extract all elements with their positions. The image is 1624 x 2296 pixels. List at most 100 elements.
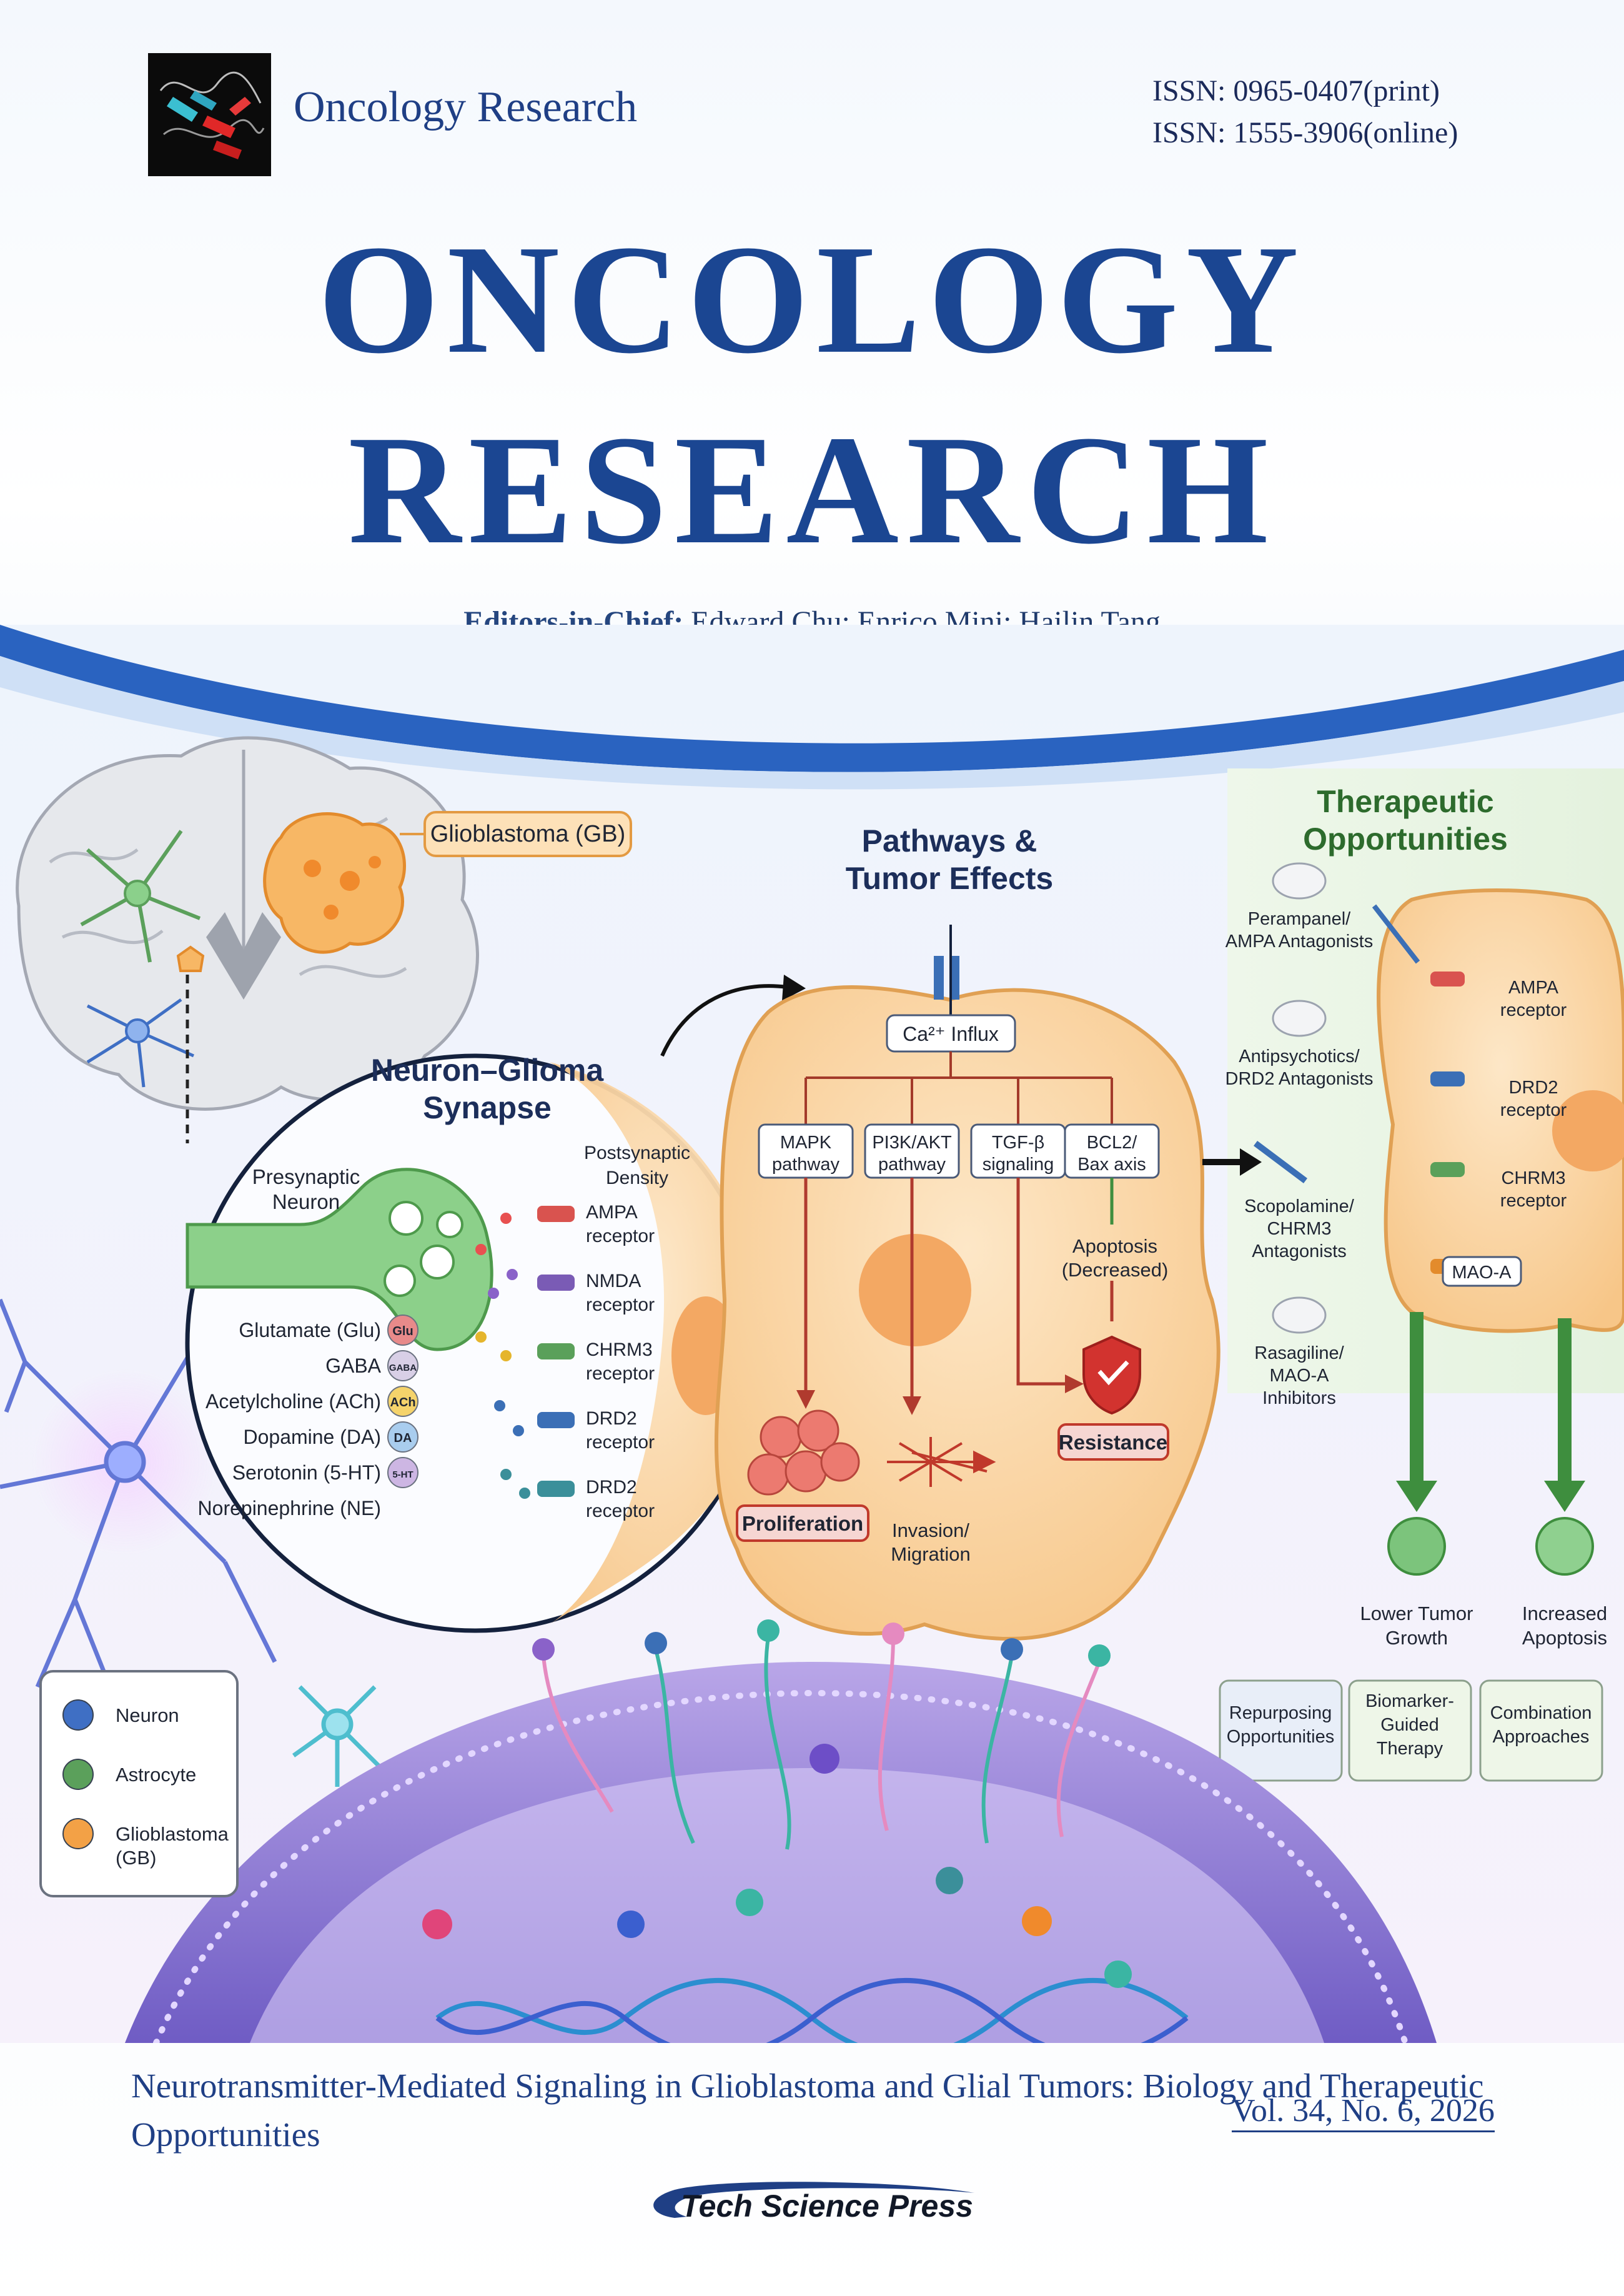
neurotransmitter-label: Acetylcholine (ACh)	[205, 1390, 381, 1413]
neurotransmitter-label: Norepinephrine (NE)	[198, 1497, 381, 1519]
syringe-icon	[1372, 904, 1420, 964]
lower-growth-cell-icon	[1387, 1517, 1446, 1576]
cover-title-line-2: RESEARCH	[348, 404, 1276, 577]
outcome-1-label-2: Growth	[1385, 1627, 1448, 1649]
target-label: DRD2	[1509, 1078, 1558, 1098]
postsynaptic-label-2: Density	[606, 1168, 668, 1188]
publisher-logo-swoosh	[653, 2182, 974, 2218]
target-label: receptor	[1500, 1000, 1567, 1020]
neurotransmitter-badge	[387, 1350, 418, 1381]
journal-logo	[148, 53, 271, 176]
glioblastoma-label: Glioblastoma (GB)	[430, 821, 626, 847]
presynaptic-label-1: Presynaptic	[252, 1165, 360, 1188]
issn-online: ISSN: 1555-3906(online)	[1152, 116, 1458, 149]
neurotransmitter-badge-label: 5-HT	[392, 1469, 413, 1480]
issn-print: ISSN: 0965-0407(print)	[1152, 74, 1440, 107]
neurotransmitter-badge-label: GABA	[389, 1363, 417, 1373]
receptor-list: AMPAreceptorNMDAreceptorCHRM3receptorDRD…	[586, 1202, 655, 1521]
neurotransmitter-badge-label: ACh	[390, 1396, 415, 1409]
proliferation-cells-icon	[747, 1409, 860, 1496]
pill-icon	[1272, 1296, 1327, 1334]
receptor-label: receptor	[586, 1501, 655, 1521]
receptor-label: CHRM3	[586, 1339, 653, 1360]
proliferation-label: Proliferation	[742, 1512, 863, 1535]
target-label: CHRM3	[1501, 1168, 1565, 1188]
receptor-label: receptor	[586, 1226, 655, 1246]
synapse-title-1: Neuron–Glioma	[371, 1053, 604, 1088]
synapse-panel	[185, 1053, 765, 1633]
receptor-label: NMDA	[586, 1271, 641, 1291]
receptor-label: AMPA	[586, 1202, 638, 1223]
invasion-label-2: Migration	[891, 1543, 971, 1565]
publisher-name: Tech Science Press	[681, 2189, 973, 2224]
volume-issue: Vol. 34, No. 6, 2026	[1232, 2092, 1495, 2132]
drug-label: Perampanel/	[1248, 909, 1351, 929]
target-list: AMPAreceptorDRD2receptorCHRM3receptorMAO…	[1430, 972, 1567, 1287]
neurotransmitter-badge	[387, 1457, 418, 1488]
apoptosis-cell-icon	[1535, 1517, 1594, 1576]
strategy-box-label: Therapy	[1377, 1739, 1443, 1759]
syringe-icon	[1254, 1141, 1307, 1183]
strategy-box-label: Approaches	[1493, 1727, 1590, 1747]
drug-label: Rasagiline/	[1254, 1343, 1344, 1363]
cell-membrane-illustration	[125, 1619, 1437, 2043]
protein-structure-icon	[148, 53, 271, 176]
outcome-2-label-1: Increased	[1522, 1603, 1607, 1624]
apoptosis-label-1: Apoptosis	[1072, 1235, 1157, 1257]
legend-label: Astrocyte	[116, 1764, 196, 1786]
invasion-icon	[887, 1437, 996, 1487]
receptor-label: receptor	[586, 1295, 655, 1315]
neurotransmitter-badge	[387, 1421, 418, 1453]
postsynaptic-label-1: Postsynaptic	[584, 1143, 690, 1163]
article-title: Neurotransmitter-Mediated Signaling in G…	[131, 2067, 1484, 2154]
target-label: receptor	[1500, 1191, 1567, 1211]
target-label: MAO-A	[1452, 1263, 1512, 1283]
cover-illustration: Glioblastoma (GB) Neuron–Glioma	[0, 625, 1624, 2043]
therapeutic-tumor-cell	[1377, 888, 1624, 1333]
drug-label: Scopolamine/	[1244, 1196, 1355, 1216]
cover-title-line-1: ONCOLOGY	[317, 213, 1307, 386]
pathway-label: Bax axis	[1077, 1155, 1146, 1175]
drug-label: DRD2 Antagonists	[1225, 1069, 1374, 1089]
neurotransmitter-badge	[387, 1386, 418, 1417]
brain-illustration	[16, 736, 479, 1143]
resistance-shield-icon	[1082, 1335, 1141, 1415]
strategy-box-label: Combination	[1490, 1703, 1592, 1723]
therapeutic-title-1: Therapeutic	[1317, 784, 1493, 819]
strategy-box	[1348, 1679, 1472, 1782]
pathway-label: pathway	[772, 1155, 840, 1175]
invasion-label-1: Invasion/	[892, 1519, 969, 1541]
neurotransmitter-label: Glutamate (Glu)	[239, 1319, 381, 1341]
strategy-box-label: Biomarker-	[1365, 1691, 1454, 1711]
strategy-box-label: Guided	[1380, 1715, 1439, 1735]
target-label: AMPA	[1508, 978, 1559, 998]
pathway-label: MAPK	[780, 1133, 832, 1153]
neurotransmitter-badge-label: DA	[394, 1431, 412, 1445]
strategy-box	[1479, 1679, 1603, 1782]
legend-label: Glioblastoma	[116, 1823, 229, 1845]
target-receptor-icon	[1430, 1162, 1465, 1177]
therapeutic-title-2: Opportunities	[1303, 822, 1508, 857]
receptor-label: receptor	[586, 1432, 655, 1453]
neurotransmitter-badge	[387, 1314, 418, 1346]
legend-label: Neuron	[116, 1704, 179, 1726]
pill-icon	[1272, 1000, 1327, 1037]
pathway-label: TGF-β	[992, 1133, 1044, 1153]
pathway-boxes: MAPKpathwayPI3K/AKTpathwayTGF-βsignaling…	[758, 1123, 1160, 1179]
pathway-label: BCL2/	[1087, 1133, 1138, 1153]
target-label: receptor	[1500, 1100, 1567, 1120]
receptor-label: receptor	[586, 1363, 655, 1384]
strategy-box-label: Opportunities	[1227, 1727, 1335, 1747]
legend-label: (GB)	[116, 1847, 156, 1869]
neurotransmitter-badge-label: Glu	[392, 1324, 413, 1338]
pathway-label: pathway	[878, 1155, 946, 1175]
pathway-label: PI3K/AKT	[872, 1133, 952, 1153]
neurotransmitter-label: GABA	[325, 1354, 382, 1377]
target-receptor-icon	[1430, 972, 1465, 986]
drug-label: Inhibitors	[1262, 1388, 1336, 1408]
resistance-label: Resistance	[1059, 1431, 1167, 1454]
journal-name: Oncology Research	[294, 83, 638, 131]
